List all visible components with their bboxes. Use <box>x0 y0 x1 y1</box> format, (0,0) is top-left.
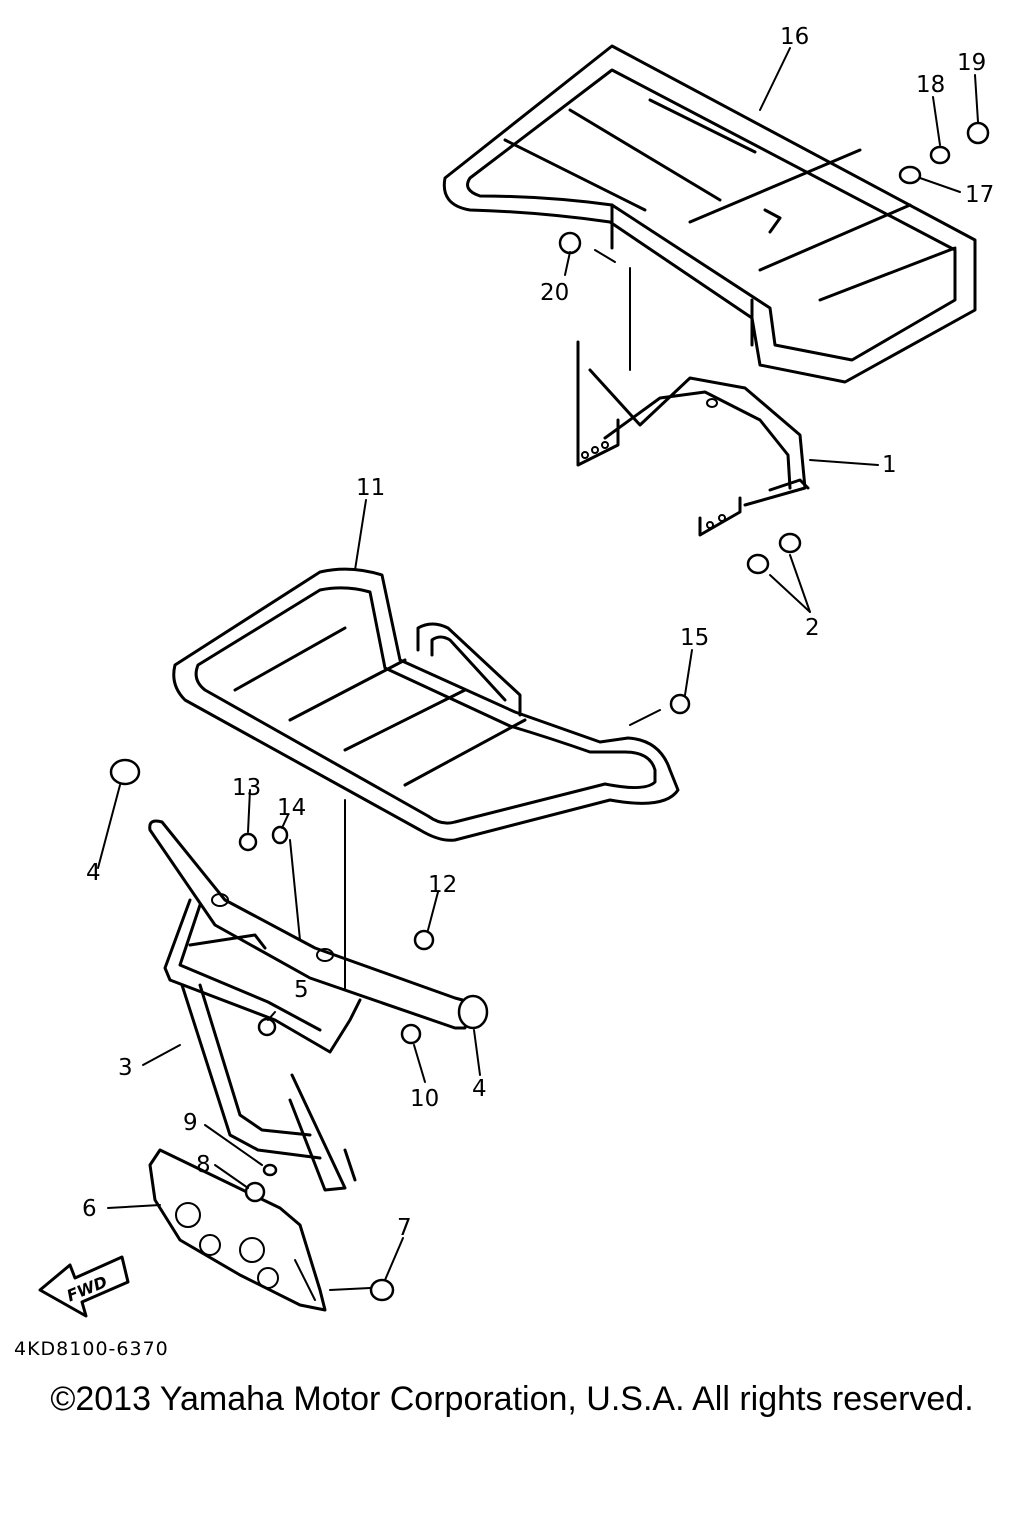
carrier-stay <box>576 340 810 537</box>
callout-14: 14 <box>277 795 306 821</box>
callout-15: 15 <box>680 625 709 651</box>
callout-2: 2 <box>805 615 820 641</box>
callout-16: 16 <box>780 24 809 50</box>
fasteners <box>109 121 990 1302</box>
copyright-notice: ©2013 Yamaha Motor Corporation, U.S.A. A… <box>50 1380 974 1418</box>
callout-8: 8 <box>196 1152 211 1178</box>
callout-12: 12 <box>428 872 457 898</box>
callout-5: 5 <box>294 977 309 1003</box>
callout-13: 13 <box>232 775 261 801</box>
callout-6: 6 <box>82 1196 97 1222</box>
callout-9: 9 <box>183 1110 198 1136</box>
callout-7: 7 <box>397 1215 412 1241</box>
drawing-code: 4KD8100-6370 <box>14 1338 169 1360</box>
skid-plate <box>148 1148 327 1312</box>
callout-11: 11 <box>356 475 385 501</box>
leader-lines <box>97 47 979 1281</box>
callout-1: 1 <box>882 452 897 478</box>
callout-20: 20 <box>540 280 569 306</box>
front-carrier <box>172 567 680 842</box>
callout-numbers: 16 19 18 17 20 1 2 11 15 13 14 4 12 5 3 … <box>82 24 994 1241</box>
callout-4a: 4 <box>86 860 101 886</box>
front-guard <box>148 819 472 1192</box>
callout-3: 3 <box>118 1055 133 1081</box>
fwd-arrow-icon: FWD <box>38 1255 130 1318</box>
callout-19: 19 <box>957 50 986 76</box>
callout-10: 10 <box>410 1086 439 1112</box>
callout-17: 17 <box>965 182 994 208</box>
rear-carrier <box>442 44 977 384</box>
parts-diagram: FWD 16 19 18 17 20 1 2 11 15 13 14 4 12 … <box>38 24 994 1318</box>
callout-4b: 4 <box>472 1076 487 1102</box>
callout-18: 18 <box>916 72 945 98</box>
